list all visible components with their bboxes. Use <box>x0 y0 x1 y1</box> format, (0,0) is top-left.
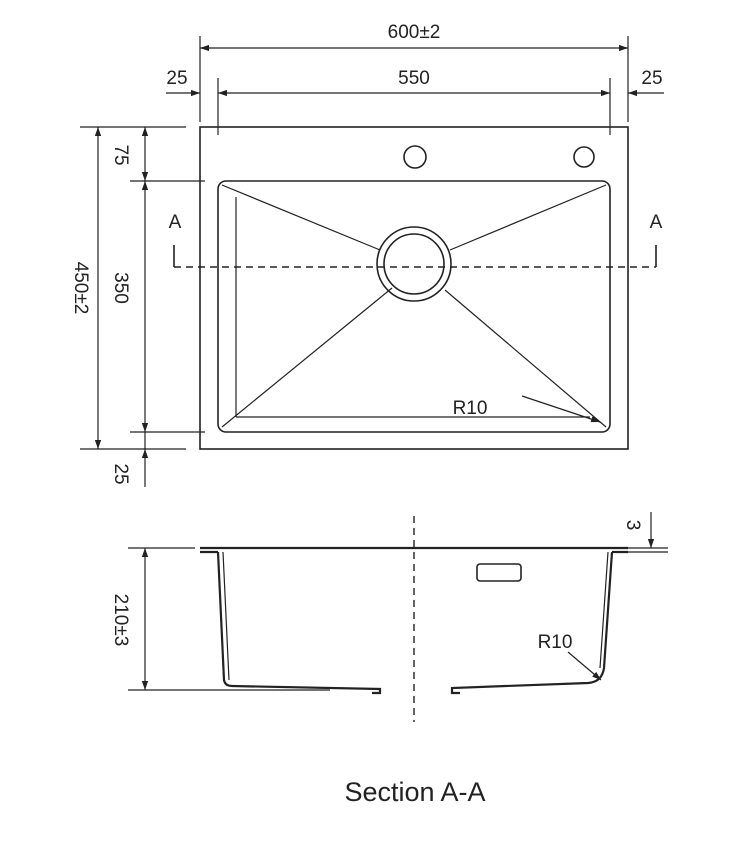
section-mark-right: A <box>650 212 663 233</box>
bowl-section <box>216 551 614 695</box>
section-caption: Section A-A <box>344 777 485 807</box>
right-margin-label: 25 <box>641 68 662 89</box>
bottom-margin-label: 25 <box>110 463 131 484</box>
left-margin-label: 25 <box>166 68 187 89</box>
bowl-depth-label: 350 <box>110 272 131 304</box>
section-mark-left: A <box>169 212 182 233</box>
sink-outline <box>199 126 629 450</box>
overflow-slot-icon <box>476 563 522 582</box>
section-view: 3 210±3 R10 Section A-A <box>110 512 668 807</box>
overall-width-label: 600±2 <box>388 22 441 43</box>
slope-lines <box>221 184 607 428</box>
depth-dimensions: 450±2 75 350 25 <box>70 126 205 487</box>
plan-radius-label: R10 <box>453 398 488 419</box>
plan-view: A A R10 600±2 550 25 25 <box>70 22 664 487</box>
tap-hole-icon <box>573 146 595 168</box>
section-depth-label: 210±3 <box>110 594 131 647</box>
width-dimensions: 600±2 550 25 25 <box>166 22 664 135</box>
section-radius-label: R10 <box>538 632 573 653</box>
bowl-outline <box>217 180 611 433</box>
top-margin-label: 75 <box>110 144 131 165</box>
bowl-width-label: 550 <box>398 68 430 89</box>
tap-hole-icon <box>403 145 427 169</box>
thickness-label: 3 <box>622 520 643 531</box>
overall-depth-label: 450±2 <box>70 262 91 315</box>
drain-icon <box>376 226 452 302</box>
